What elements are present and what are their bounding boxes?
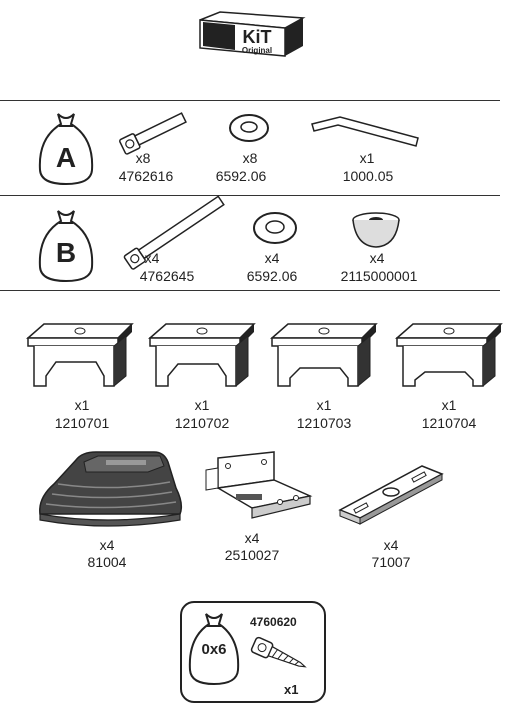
kit-logo-text: KiT [243,27,272,47]
bag-a-item-3-qty: x1 [359,150,375,166]
bag-b-letter: B [56,237,76,268]
pad-icon-2 [148,323,256,387]
bag-a-item-3-code: 1000.05 [342,168,394,184]
bolt-icon [119,112,187,155]
divider-top [0,100,500,101]
part-2-qty: x4 [244,530,260,546]
pad-icon-4 [395,323,503,387]
bag-a-item-1-code: 4762616 [118,168,174,184]
bag-b-icon: B [38,210,94,283]
screw-icon [250,636,307,668]
pad-1-qty: x1 [74,397,90,413]
part-1-qty: x4 [99,537,115,553]
spare-code: 4760620 [250,615,297,629]
part-2-code: 2510027 [224,547,280,563]
bag-b-item-2-code: 6592.06 [246,268,298,284]
pad-4-code: 1210704 [421,415,477,431]
spare-qty: x1 [284,682,299,697]
part-3-qty: x4 [383,537,399,553]
bag-b-item-3-code: 2115000001 [340,268,418,284]
rubber-foot-icon [39,451,183,527]
pad-icon-1 [26,323,134,387]
pad-4-qty: x1 [441,397,457,413]
bag-b-item-3-qty: x4 [369,250,385,266]
pad-icon-3 [270,323,378,387]
kit-box-logo: KiT Original [199,11,306,57]
pad-2-qty: x1 [194,397,210,413]
pad-1-code: 1210701 [54,415,110,431]
divider-ab [0,195,500,196]
bracket-icon [205,451,313,519]
kit-logo-subtext: Original [242,46,272,55]
washer-icon [253,212,297,244]
plate-icon [338,465,444,525]
bag-a-item-2-qty: x8 [242,150,258,166]
spare-bag-label: 0x6 [201,641,227,658]
pad-3-code: 1210703 [296,415,352,431]
long-bolt-icon [123,195,225,270]
spare-bag-icon [188,613,240,686]
bag-b-item-1-code: 4762645 [139,268,195,284]
bag-a-item-2-code: 6592.06 [215,168,267,184]
divider-bottom [0,290,500,291]
spare-bag-box [180,601,326,703]
bag-a-letter: A [56,142,76,173]
washer-icon [229,114,269,142]
pad-2-code: 1210702 [174,415,230,431]
bag-a-icon: A [38,113,94,186]
bag-b-item-2-qty: x4 [264,250,280,266]
pad-3-qty: x1 [316,397,332,413]
bag-a-item-1-qty: x8 [135,150,151,166]
part-1-code: 81004 [87,554,127,570]
bag-b-item-1-qty: x4 [144,250,160,266]
cap-icon [352,212,400,248]
part-3-code: 71007 [371,554,411,570]
hex-key-icon [311,116,419,147]
